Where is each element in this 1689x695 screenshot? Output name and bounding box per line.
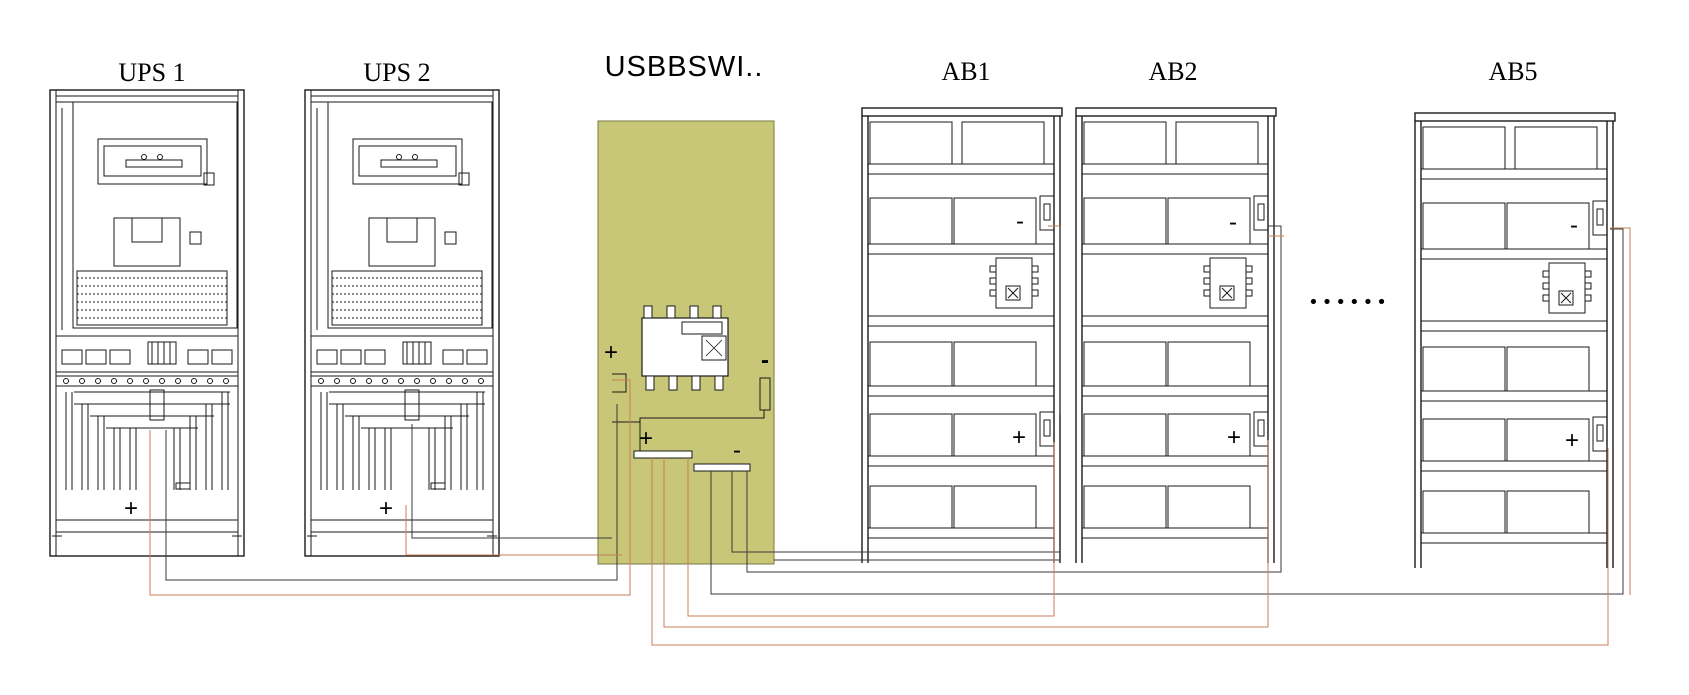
ups1-label: UPS 1 xyxy=(118,58,185,87)
ab1-minus-terminal: - xyxy=(1016,208,1024,235)
ab5-minus-terminal: - xyxy=(1570,212,1578,239)
ups1-plus-terminal: + xyxy=(124,495,138,522)
ellipsis-more-cabinets: •••••• xyxy=(1308,292,1390,313)
switch-plus-input: + xyxy=(604,339,618,366)
ups2-plus-terminal: + xyxy=(379,495,393,522)
ups1-cabinet xyxy=(49,89,245,557)
ab1-label: AB1 xyxy=(941,57,990,86)
ab2-plus-terminal: + xyxy=(1227,424,1241,451)
ab2-battery-cabinet xyxy=(1075,107,1277,564)
positive-wires xyxy=(149,225,1631,646)
ab5-label: AB5 xyxy=(1488,57,1537,86)
switch-minus-input: - xyxy=(761,347,769,374)
ab1-plus-terminal: + xyxy=(1012,424,1026,451)
negative-wires xyxy=(165,225,1624,595)
battery-switch-cabinet xyxy=(597,120,775,565)
switch-plus-bus: + xyxy=(639,425,653,452)
ups2-cabinet xyxy=(304,89,500,557)
switch-label: USBBSWI.. xyxy=(605,51,764,83)
ab2-minus-terminal: - xyxy=(1229,209,1237,236)
ab1-battery-cabinet xyxy=(861,107,1063,563)
ups2-label: UPS 2 xyxy=(363,58,430,87)
ab5-battery-cabinet xyxy=(1414,112,1616,569)
ab2-label: AB2 xyxy=(1148,57,1197,86)
ab5-plus-terminal: + xyxy=(1565,427,1579,454)
switch-minus-bus: - xyxy=(733,437,741,464)
